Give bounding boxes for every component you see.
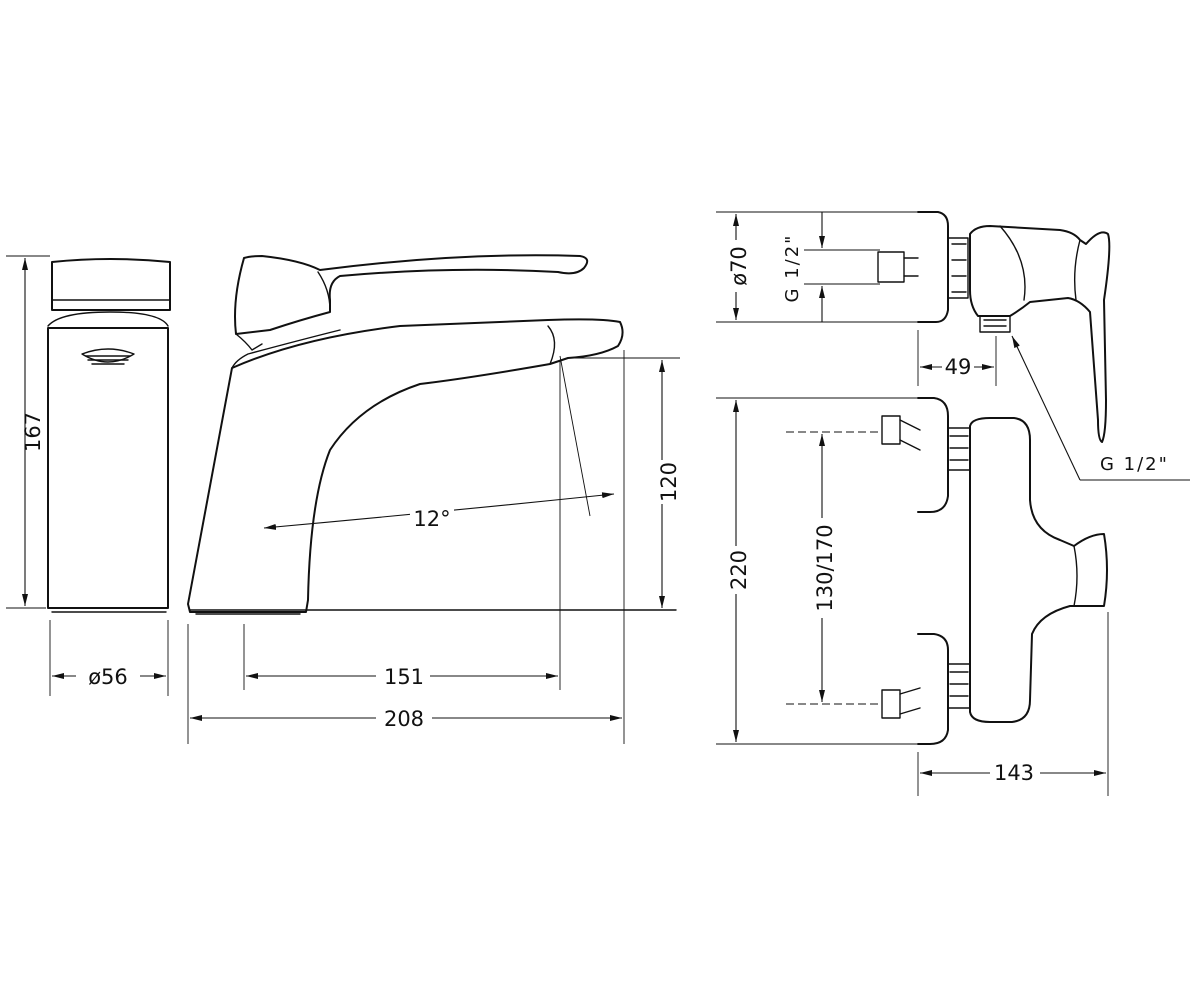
basin-mixer-front-view xyxy=(47,258,171,613)
thread-bottom-leader: G 1/2" xyxy=(1011,335,1190,481)
dim-label-120: 120 xyxy=(657,462,681,502)
spout-height-120-dimension: 120 xyxy=(568,357,681,608)
shower-mixer-top-view xyxy=(877,211,1111,443)
shower-mixer-front-view xyxy=(786,397,1108,745)
centers-130-170-dimension: 130/170 xyxy=(810,434,837,702)
angle-12-dimension: 12° xyxy=(263,355,615,532)
dim-label-143: 143 xyxy=(994,761,1034,785)
height-220-dimension: 220 xyxy=(716,397,918,745)
dim-label-208: 208 xyxy=(384,707,424,731)
thread-top-dimension: G 1/2" xyxy=(782,212,880,322)
dim-label-diameter-70: ø70 xyxy=(727,246,751,286)
dim-label-167: 167 xyxy=(21,412,45,452)
dim-label-130-170: 130/170 xyxy=(813,524,837,611)
reach-and-length-dimensions: 151 208 xyxy=(187,350,625,744)
depth-143-dimension: 143 xyxy=(917,612,1109,796)
dim-label-151: 151 xyxy=(384,665,424,689)
dim-label-12-degrees: 12° xyxy=(413,507,450,531)
dim-label-g-half-inch-bottom: G 1/2" xyxy=(1100,454,1169,475)
diameter-56-dimension: ø56 xyxy=(49,620,169,696)
basin-mixer-side-view xyxy=(187,254,677,615)
dim-label-g-half-inch-top: G 1/2" xyxy=(782,234,803,303)
dim-label-49: 49 xyxy=(945,355,972,379)
dim-label-56: ø56 xyxy=(88,665,128,689)
height-167-dimension: 167 xyxy=(6,255,50,609)
dim-label-220: 220 xyxy=(727,550,751,590)
depth-49-dimension: 49 xyxy=(917,330,997,386)
flange-diameter-70-dimension: ø70 xyxy=(716,211,918,323)
